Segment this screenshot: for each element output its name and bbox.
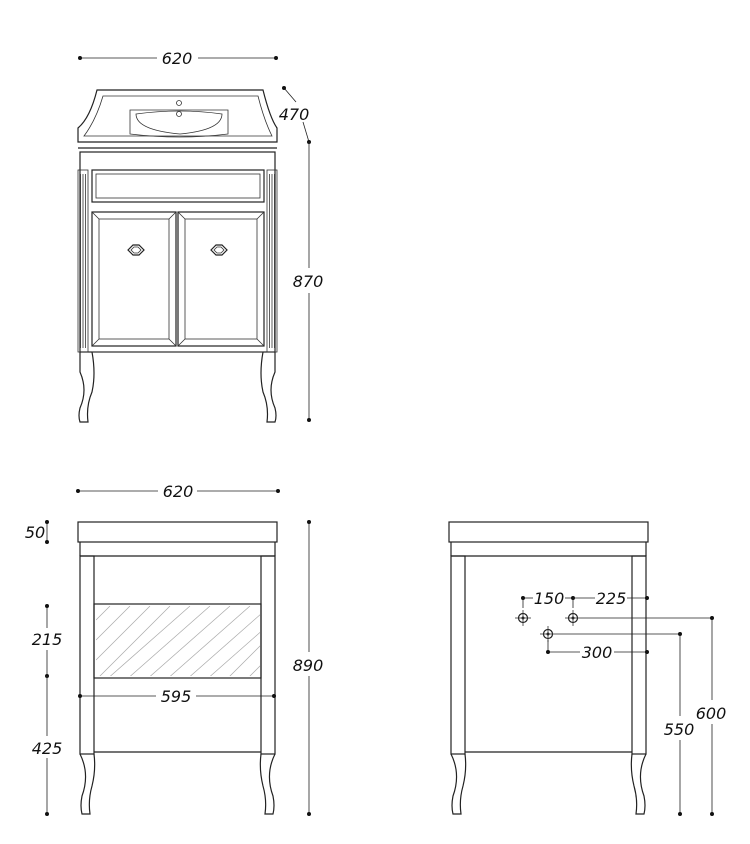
dim-225: 225	[573, 589, 649, 608]
front-width-dimension: 620	[78, 49, 278, 68]
countertop-outline	[77, 89, 278, 143]
front-right-leg	[260, 351, 277, 423]
side-height-dimension: 890	[293, 520, 324, 816]
front-height-label: 870	[293, 272, 324, 291]
conn-right-leg	[630, 753, 647, 815]
dim-550: 550	[556, 632, 694, 816]
side-width-label: 620	[163, 482, 194, 501]
side-left-leg	[79, 753, 96, 815]
right-pilaster	[266, 169, 278, 353]
conn-countertop	[448, 521, 649, 543]
left-door-panel	[98, 218, 170, 340]
side-view-cabinet	[77, 521, 278, 815]
drain-outlet	[540, 626, 556, 642]
conn-right-post	[631, 555, 647, 755]
drawer-panel	[95, 173, 261, 199]
side-inner-width-dimension: 595	[78, 687, 276, 706]
label-225: 225	[596, 589, 627, 608]
front-depth-dimension: 470	[279, 86, 311, 144]
right-door	[177, 211, 265, 347]
front-view-cabinet	[77, 89, 278, 423]
faucet-hole	[176, 100, 182, 106]
conn-left-post	[450, 555, 466, 755]
right-door-panel	[184, 218, 258, 340]
side-right-leg	[259, 753, 276, 815]
left-pilaster	[77, 169, 89, 353]
dim-300: 300	[546, 640, 649, 662]
drain-hole	[176, 111, 182, 117]
side-lower-label: 425	[32, 739, 63, 758]
side-drawer	[93, 603, 262, 679]
water-outlet-right	[565, 610, 581, 626]
basin-bowl	[129, 109, 229, 138]
left-door-handle	[127, 244, 145, 256]
front-left-leg	[78, 351, 95, 423]
side-height-label: 890	[293, 656, 324, 675]
label-300: 300	[582, 643, 613, 662]
water-outlet-left	[515, 610, 531, 626]
side-top-label: 50	[25, 523, 45, 542]
side-width-dimension: 620	[76, 482, 280, 501]
dim-150: 150	[521, 589, 575, 608]
side-drawer-dimension: 215	[32, 604, 63, 678]
countertop-inner-rim	[83, 95, 273, 137]
label-600: 600	[696, 704, 727, 723]
conn-left-leg	[450, 753, 467, 815]
basin-inner	[135, 110, 223, 135]
label-150: 150	[534, 589, 565, 608]
side-lower-dimension: 425	[32, 676, 63, 816]
front-depth-label: 470	[279, 105, 310, 124]
side-countertop	[77, 521, 278, 543]
right-door-handle	[210, 244, 228, 256]
connections-view-cabinet	[448, 521, 649, 815]
drawer-hatch	[96, 606, 260, 676]
side-inner-width-label: 595	[161, 687, 192, 706]
drawer-front	[91, 169, 265, 203]
left-door	[91, 211, 177, 347]
front-height-dimension: 870	[293, 142, 324, 422]
side-left-post	[79, 555, 95, 755]
front-width-label: 620	[162, 49, 193, 68]
side-right-post	[260, 555, 276, 755]
side-top-dimension: 50	[25, 520, 49, 544]
label-550: 550	[664, 720, 695, 739]
side-drawer-label: 215	[32, 630, 63, 649]
dim-600: 600	[581, 616, 726, 816]
